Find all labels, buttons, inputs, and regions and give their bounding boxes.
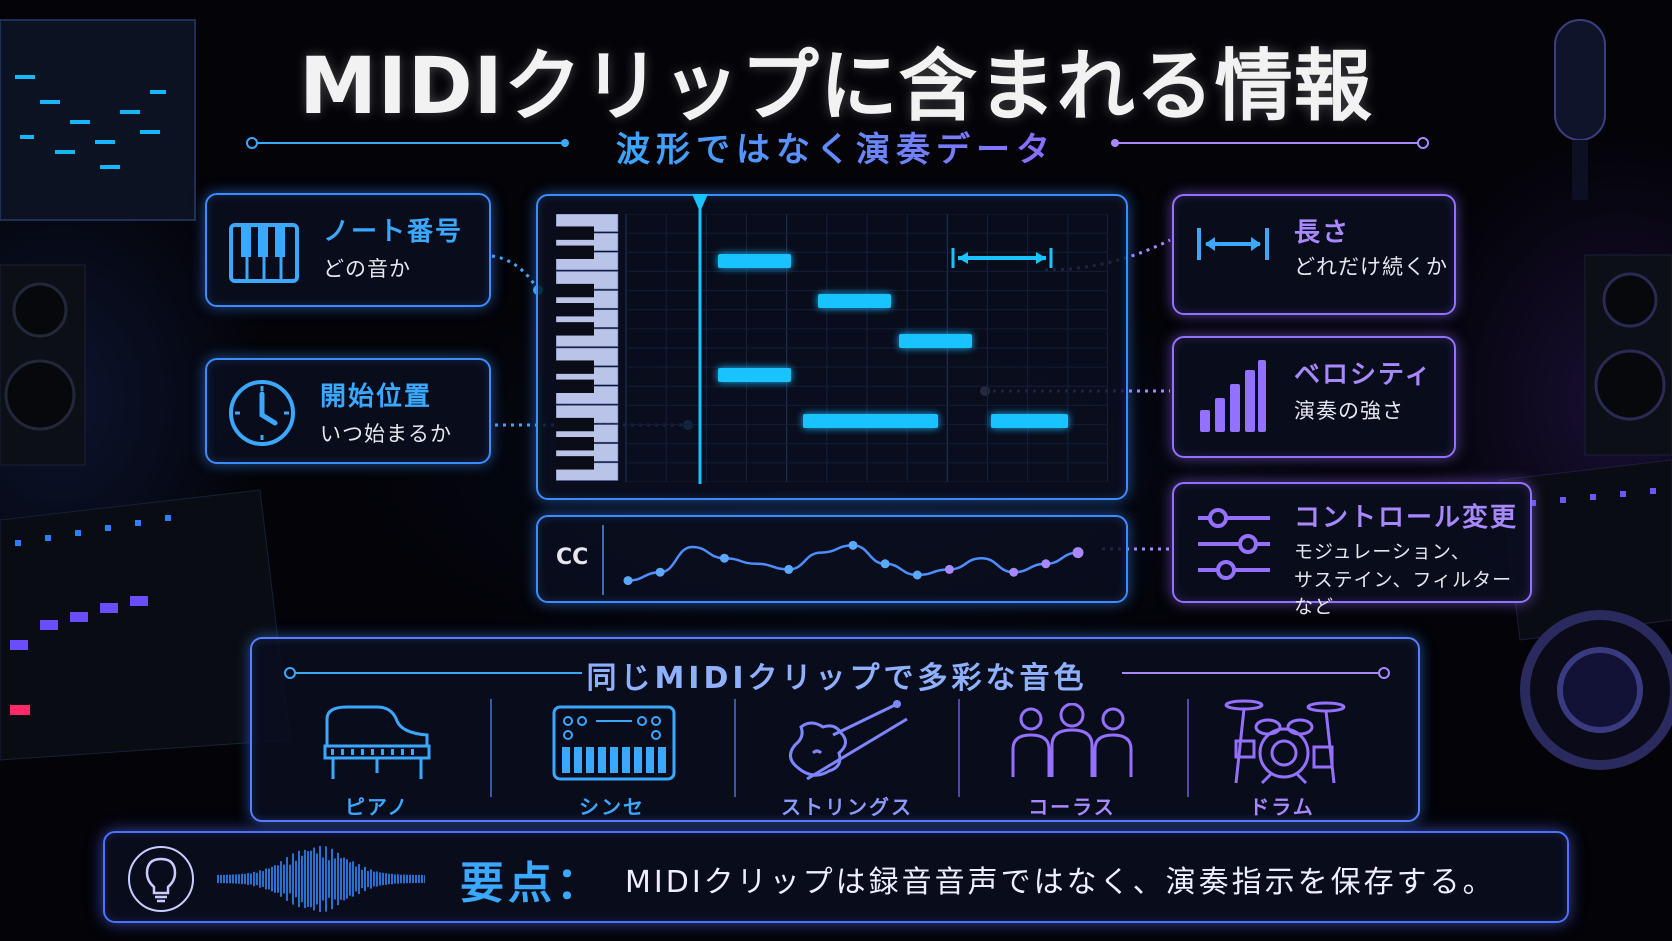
velocity-card: ベロシティ 演奏の強さ xyxy=(1172,336,1456,458)
cc-point xyxy=(848,540,858,550)
grand-piano-icon xyxy=(323,705,431,779)
instrument-label-chorus: コーラス xyxy=(1028,795,1116,819)
cc-point xyxy=(1072,547,1084,559)
black-key xyxy=(556,437,594,451)
subtitle-divider xyxy=(246,137,1429,149)
note-number-sub: どの音か xyxy=(323,257,411,281)
midi-note xyxy=(899,334,973,348)
cc-point xyxy=(1041,559,1051,569)
clock-icon xyxy=(229,380,295,446)
control-change-card: コントロール変更 モジュレーション、 サステイン、フィルターなど xyxy=(1172,482,1532,618)
midi-note xyxy=(718,368,792,382)
midi-note xyxy=(802,414,938,428)
length-title: 長さ xyxy=(1294,218,1351,248)
black-key xyxy=(556,322,594,336)
instrument-label-drums: ドラム xyxy=(1249,795,1315,819)
cc-point xyxy=(1009,567,1019,577)
midi-note xyxy=(991,414,1069,428)
cc-lane: CC xyxy=(536,515,1128,603)
control-change-sub-1: モジュレーション、 xyxy=(1294,541,1471,563)
instruments-heading-divider xyxy=(284,667,1390,679)
length-marker xyxy=(951,248,1053,268)
waveform-icon xyxy=(217,845,425,913)
black-key xyxy=(556,417,594,432)
black-key xyxy=(556,283,594,298)
sliders-icon xyxy=(1198,508,1270,580)
black-key xyxy=(556,379,594,393)
key-point-label: 要点： xyxy=(460,858,604,909)
cc-point xyxy=(944,564,954,574)
instrument-divider xyxy=(1187,699,1189,797)
control-change-sub-2: サステイン、フィルターなど xyxy=(1294,569,1513,618)
instrument-label-piano: ピアノ xyxy=(344,795,410,819)
black-key xyxy=(556,245,594,259)
cc-label: CC xyxy=(556,545,589,570)
black-key xyxy=(556,456,594,470)
instrument-divider xyxy=(958,699,960,797)
instruments-heading: 同じMIDIクリップで多彩な音色 xyxy=(586,661,1088,696)
start-position-title: 開始位置 xyxy=(320,382,433,412)
midi-note xyxy=(718,254,792,268)
key-point-text: MIDIクリップは録音音声ではなく、演奏指示を保存する。 xyxy=(625,865,1496,900)
cc-point xyxy=(655,567,665,577)
cc-point xyxy=(880,559,890,569)
choir-icon xyxy=(1011,703,1133,777)
drum-kit-icon xyxy=(1224,699,1346,785)
notes-layer xyxy=(713,224,1098,474)
cc-point xyxy=(719,553,729,563)
piano-roll-grid xyxy=(556,214,1108,482)
start-position-sub: いつ始まるか xyxy=(320,422,452,446)
key-point-bar: 要点： MIDIクリップは録音音声ではなく、演奏指示を保存する。 xyxy=(103,831,1569,923)
instrument-label-synth: シンセ xyxy=(579,795,645,819)
instrument-label-strings: ストリングス xyxy=(781,795,913,819)
cc-curve xyxy=(623,540,1084,586)
piano-keys-icon xyxy=(229,223,299,283)
velocity-title: ベロシティ xyxy=(1294,360,1433,390)
note-number-card: ノート番号 どの音か xyxy=(205,193,491,307)
instrument-divider xyxy=(734,699,736,797)
instruments-panel: 同じMIDIクリップで多彩な音色 ピアノ シンセ ストリングス xyxy=(250,637,1420,822)
cc-divider xyxy=(602,525,604,595)
cc-point xyxy=(784,564,794,574)
violin-icon xyxy=(789,700,908,781)
page-title: MIDIクリップに含まれる情報 xyxy=(299,42,1373,132)
lightbulb-icon xyxy=(128,846,194,912)
cc-point xyxy=(623,576,633,586)
start-position-card: 開始位置 いつ始まるか xyxy=(205,358,491,464)
instrument-divider xyxy=(490,699,492,797)
subtitle: 波形ではなく演奏データ xyxy=(616,130,1056,170)
black-key xyxy=(556,303,594,317)
length-arrows-icon xyxy=(1197,228,1269,260)
length-card: 長さ どれだけ続くか xyxy=(1172,194,1456,315)
piano-keyboard xyxy=(556,214,619,481)
midi-note xyxy=(818,294,892,308)
signal-bars-icon xyxy=(1200,360,1266,432)
control-change-title: コントロール変更 xyxy=(1294,503,1519,533)
synthesizer-icon xyxy=(552,705,676,781)
black-key xyxy=(556,226,594,240)
length-sub: どれだけ続くか xyxy=(1294,255,1448,279)
playhead xyxy=(692,194,708,484)
piano-roll xyxy=(536,194,1128,500)
black-key xyxy=(556,360,594,374)
velocity-sub: 演奏の強さ xyxy=(1294,399,1404,423)
grid-lines xyxy=(625,214,1108,482)
cc-point xyxy=(912,570,922,580)
note-number-title: ノート番号 xyxy=(323,217,464,247)
